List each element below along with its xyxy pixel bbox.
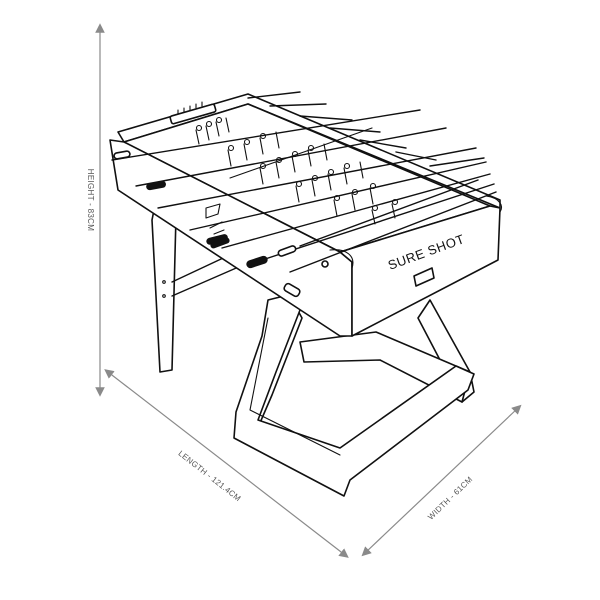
accessories <box>205 203 230 249</box>
rod-handles <box>113 150 297 269</box>
width-label: WIDTH - 61CM <box>426 475 474 522</box>
height-label: HEIGHT - 83CM <box>86 169 95 231</box>
front-leg <box>233 291 475 497</box>
score-counter <box>169 101 217 125</box>
height-dimension: HEIGHT - 83CM <box>86 23 105 397</box>
far-rod-ends <box>247 91 485 167</box>
players <box>195 116 399 225</box>
length-label: LENGTH - 121.4CM <box>176 449 242 503</box>
